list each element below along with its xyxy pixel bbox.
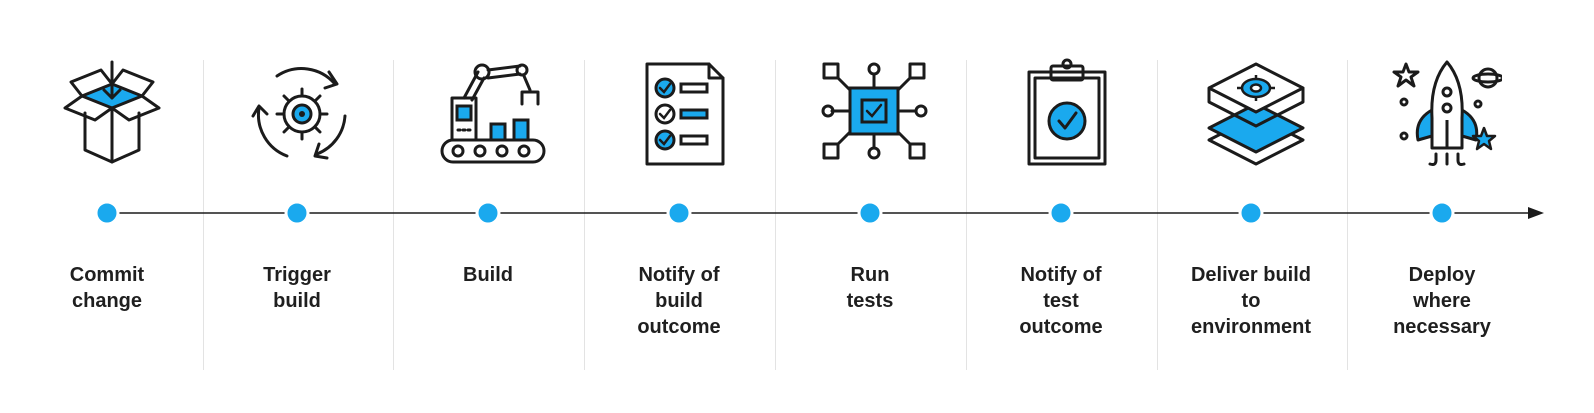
column-divider [1347,60,1348,370]
checklist-icon [645,62,725,166]
timeline-arrowhead [1528,207,1544,219]
stage-dot [1238,200,1264,226]
column-divider [775,60,776,370]
stage-dot [1429,200,1455,226]
column-divider [393,60,394,370]
stage-dot [94,200,120,226]
robot-arm-icon [440,63,546,164]
column-divider [203,60,204,370]
stage-label: Build [463,264,513,286]
stage-notify-test-outcome: Notify of test outcome [966,0,1156,413]
stage-notify-build-outcome: Notify of build outcome [584,0,774,413]
chip-icon [821,62,928,160]
stage-dot [1048,200,1074,226]
stage-deliver-build: Deliver build to environment [1156,0,1346,413]
column-divider [1157,60,1158,370]
clipboard-check-icon [1027,58,1107,166]
gear-cycle-icon [251,67,347,160]
stage-label: Trigger build [263,264,331,312]
stage-commit-change: Commit change [12,0,202,413]
stage-label: Deliver build to environment [1190,264,1312,338]
box-icon [63,60,161,164]
stage-run-tests: Run tests [775,0,965,413]
stage-dot [475,200,501,226]
stage-deploy: Deploy where necessary [1347,0,1537,413]
stage-trigger-build: Trigger build [202,0,392,413]
column-divider [584,60,585,370]
stage-label: Notify of test outcome [1019,264,1103,338]
stage-label: Deploy where necessary [1393,264,1491,338]
column-divider [966,60,967,370]
stage-label: Run tests [846,264,894,312]
stage-build: Build [393,0,583,413]
stage-dot [857,200,883,226]
layers-gear-icon [1207,62,1305,166]
stage-dot [666,200,692,226]
stage-label: Commit change [69,264,145,312]
stage-label: Notify of build outcome [637,264,721,338]
rocket-icon [1392,60,1502,166]
stage-dot [284,200,310,226]
